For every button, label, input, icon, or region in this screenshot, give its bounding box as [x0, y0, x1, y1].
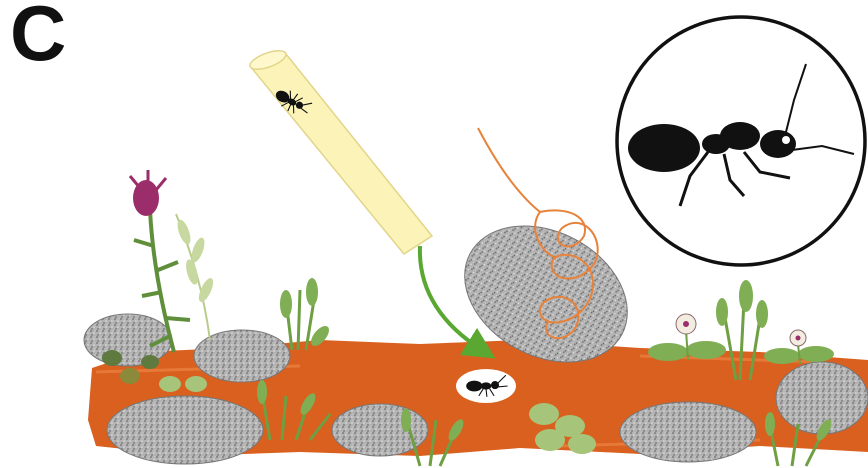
collection-tube-icon: [248, 47, 432, 254]
magnified-ant-inset: [617, 17, 865, 265]
ant-nest-entrance: [456, 369, 516, 403]
flower-icon: [648, 314, 726, 361]
flower-icon: [764, 330, 834, 364]
rock-icon: [194, 330, 290, 382]
rock-icon: [776, 362, 868, 434]
plant-icon: [280, 278, 332, 350]
rock-icon: [107, 396, 263, 464]
rock-icon: [620, 402, 756, 462]
